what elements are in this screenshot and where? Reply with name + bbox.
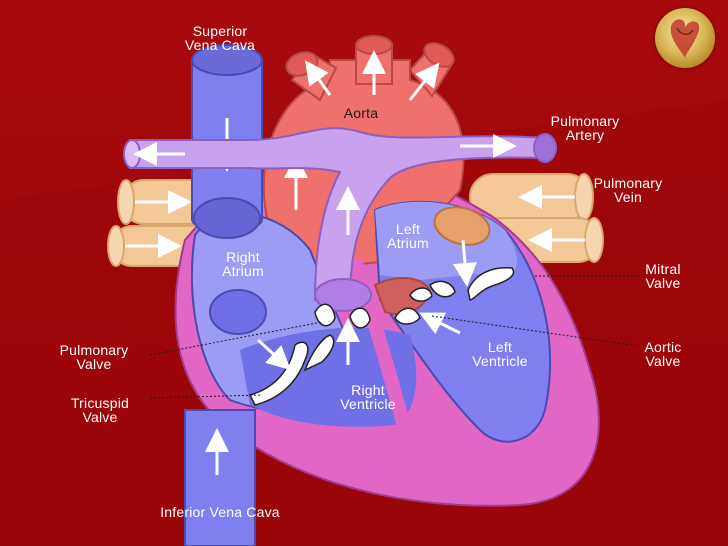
- pulmonary-vein-opening: [433, 206, 491, 246]
- label-pulmonary-vein: Pulmonary Vein: [593, 175, 663, 205]
- mitral-valve-shape: [467, 267, 515, 301]
- label-superior-vena-cava: Superior Vena Cava: [184, 23, 256, 53]
- flow-arrows: [256, 312, 461, 371]
- pointer-lines: [149, 275, 639, 399]
- label-right-atrium: Right Atrium: [222, 249, 264, 279]
- label-mitral-valve: Mitral Valve: [645, 261, 681, 291]
- label-aorta: Aorta: [343, 105, 379, 121]
- label-pulmonary-valve: Pulmonary Valve: [59, 342, 129, 372]
- label-left-ventricle: Left Ventricle: [472, 339, 528, 369]
- septum: [348, 257, 417, 452]
- right-atrium-opening: [209, 289, 267, 335]
- heart-thumbnail-icon: [655, 8, 715, 68]
- pulmonary-artery: [123, 127, 557, 312]
- label-left-atrium: Left Atrium: [387, 221, 429, 251]
- label-pulmonary-artery: Pulmonary Artery: [550, 113, 620, 143]
- valves: [248, 267, 515, 406]
- label-tricuspid-valve: Tricuspid Valve: [70, 395, 130, 425]
- tricuspid-valve-shape: [248, 341, 309, 406]
- vena-cava: [184, 44, 263, 546]
- label-inferior-vena-cava: Inferior Vena Cava: [160, 504, 280, 520]
- label-right-ventricle: Right Ventricle: [340, 382, 396, 412]
- label-aortic-valve: Aortic Valve: [644, 339, 682, 369]
